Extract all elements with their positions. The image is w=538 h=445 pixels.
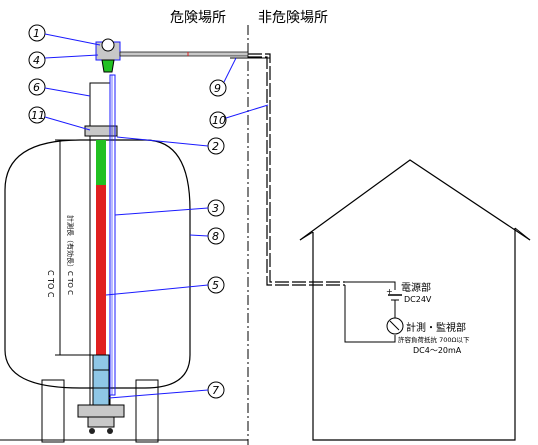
building xyxy=(299,159,531,241)
monitor-signal: DC4～20mA xyxy=(413,346,462,355)
gauge-bar xyxy=(96,185,106,355)
non-hazardous-zone-label: 非危険場所 xyxy=(258,10,328,26)
svg-text:1: 1 xyxy=(33,27,40,40)
power-voltage: DC24V xyxy=(404,295,432,304)
svg-text:+: + xyxy=(386,287,393,296)
top-flange xyxy=(84,125,118,137)
hazardous-zone-label: 危険場所 xyxy=(170,10,226,26)
callout-8: 8 xyxy=(189,227,225,245)
callout-4: 4 xyxy=(28,51,99,69)
svg-text:11: 11 xyxy=(31,109,45,122)
tank-leg-right xyxy=(135,379,159,443)
float-top xyxy=(96,140,106,185)
monitor-title: 計測・監視部 xyxy=(406,321,466,334)
svg-text:2: 2 xyxy=(212,140,219,153)
scale-caption-label: 計測長（有効長）C TO C xyxy=(66,215,75,295)
bottom-flange xyxy=(77,404,125,418)
conduit-route xyxy=(248,53,345,283)
svg-text:8: 8 xyxy=(212,230,219,243)
svg-text:3: 3 xyxy=(212,202,219,215)
svg-text:7: 7 xyxy=(212,384,219,397)
svg-text:4: 4 xyxy=(33,54,40,67)
svg-text:5: 5 xyxy=(212,279,219,292)
tank-vessel xyxy=(4,139,191,389)
svg-text:10: 10 xyxy=(212,114,226,127)
callout-3: 3 xyxy=(114,199,225,217)
callout-7: 7 xyxy=(108,381,225,399)
callout-2: 2 xyxy=(116,136,225,155)
conduit-hazard xyxy=(119,51,249,57)
float-bottom xyxy=(92,354,110,406)
callout-5: 5 xyxy=(105,276,225,296)
callout-11: 11 xyxy=(28,106,91,131)
callout-6: 6 xyxy=(28,78,91,97)
svg-text:6: 6 xyxy=(33,81,40,94)
tank-leg-left xyxy=(41,379,65,443)
callout-10: 10 xyxy=(209,104,269,129)
guide-rod xyxy=(109,74,116,396)
callout-1: 1 xyxy=(28,24,101,46)
scale-range-label: C TO C xyxy=(46,270,55,298)
svg-text:9: 9 xyxy=(214,82,221,95)
callout-9: 9 xyxy=(209,57,237,97)
power-title: 電源部 xyxy=(401,281,431,294)
monitor-load: 許容負荷抵抗 700Ω以下 xyxy=(398,335,470,344)
